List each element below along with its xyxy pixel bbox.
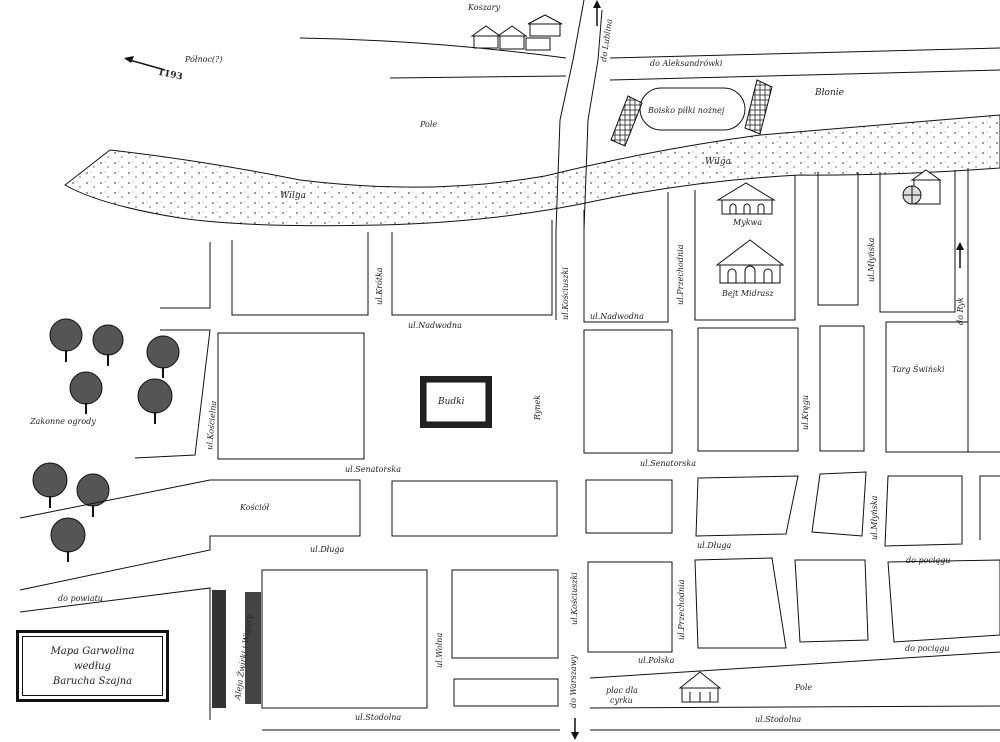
circus-tent-icon — [678, 671, 722, 703]
polska-label: ul.Polska — [638, 656, 675, 665]
pole-north-label: Pole — [419, 120, 437, 129]
do-ryk-label: do Ryk — [956, 297, 965, 325]
wolna-label: ul.Wolna — [435, 633, 444, 668]
map-legend: Mapa Garwolina według Barucha Szajna — [16, 630, 169, 702]
do-aleksandrowki-label: do Aleksandrówki — [650, 59, 723, 68]
lower-blocks — [19, 471, 1000, 591]
boisko-label: Boisko piłki nożnej — [647, 106, 725, 115]
plac-cyrk-line2: cyrku — [610, 696, 633, 705]
senatorska-west-label: ul.Senatorska — [345, 465, 401, 474]
pole-south-label: Pole — [794, 683, 812, 692]
hedge-left — [212, 590, 261, 708]
legend-line-3: Barucha Szajna — [52, 675, 133, 687]
kregu-label: ul.Kręgu — [801, 395, 810, 430]
rynek-label: Rynek — [533, 395, 542, 421]
senatorska-east-label: ul.Senatorska — [640, 459, 696, 468]
north-label: Północ(?) — [184, 55, 222, 64]
mlynska-south-label: ul.Młyńska — [870, 495, 879, 540]
bejt-midrasz-label: Bejt Midrasz — [721, 289, 774, 298]
budki-stalls-icon — [420, 376, 492, 428]
mill-icon — [902, 169, 942, 205]
do-pociagu-1-label: do pociągu — [906, 556, 951, 565]
stand-left — [610, 95, 643, 147]
targ-swinski-label: Targ Świński — [892, 365, 945, 374]
arrow-down-icon — [571, 718, 579, 740]
mykwa-label: Mykwa — [732, 218, 762, 227]
kosciol-label: Kościół — [239, 503, 270, 512]
stodolna-west-label: ul.Stodolna — [355, 713, 401, 722]
zakonne-ogrody-label: Zakonne ogrody — [29, 417, 96, 426]
wilga-river — [64, 114, 1000, 227]
legend-line-2: według — [74, 660, 111, 672]
mykwa-building-icon — [716, 182, 776, 215]
nadwodna-east-label: ul.Nadwodna — [590, 312, 644, 321]
arrow-up-east-icon — [956, 242, 964, 268]
north-number: 1193 — [157, 68, 184, 83]
do-warszawy-label: do Warszawy — [569, 654, 578, 708]
north-arrow-icon — [124, 56, 166, 71]
stand-right — [744, 79, 773, 135]
koscielna-label: ul.Kościelna — [205, 400, 218, 450]
wilga-east-label: Wilga — [705, 157, 731, 167]
middle-blocks — [134, 321, 968, 460]
plac-cyrk-line1: plac dla — [606, 686, 638, 695]
krotka-label: ul.Krótka — [375, 267, 384, 305]
wilga-west-label: Wilga — [280, 191, 306, 201]
stodolna-east-label: ul.Stodolna — [755, 715, 801, 724]
dluga-east-label: ul.Długa — [697, 541, 732, 550]
barracks-icon — [470, 14, 563, 51]
dluga-west-label: ul.Długa — [310, 545, 345, 554]
arrow-up-icon — [593, 0, 601, 26]
przechodnia-south-label: ul.Przechodnia — [677, 579, 686, 640]
legend-line-1: Mapa Garwolina — [50, 645, 135, 657]
kosciuszki-south-label: ul.Kościuszki — [570, 572, 579, 625]
bejt-midrasz-building-icon — [715, 239, 785, 284]
blonie-label: Błonie — [814, 88, 844, 98]
do-pociagu-2-label: do pociągu — [905, 644, 950, 653]
nadwodna-west-label: ul.Nadwodna — [408, 321, 462, 330]
mylnska-north-label: ul.Młyńska — [867, 237, 876, 282]
orchard-trees — [32, 318, 180, 562]
do-powiatu-label: do powiatu — [58, 594, 103, 603]
budki-label: Budki — [437, 397, 465, 407]
south-blocks — [19, 557, 1000, 731]
kosciuszki-north-label: ul.Kościuszki — [561, 267, 570, 320]
koszary-label: Koszary — [467, 3, 500, 12]
przechodnia-north-label: ul.Przechodnia — [676, 244, 685, 305]
